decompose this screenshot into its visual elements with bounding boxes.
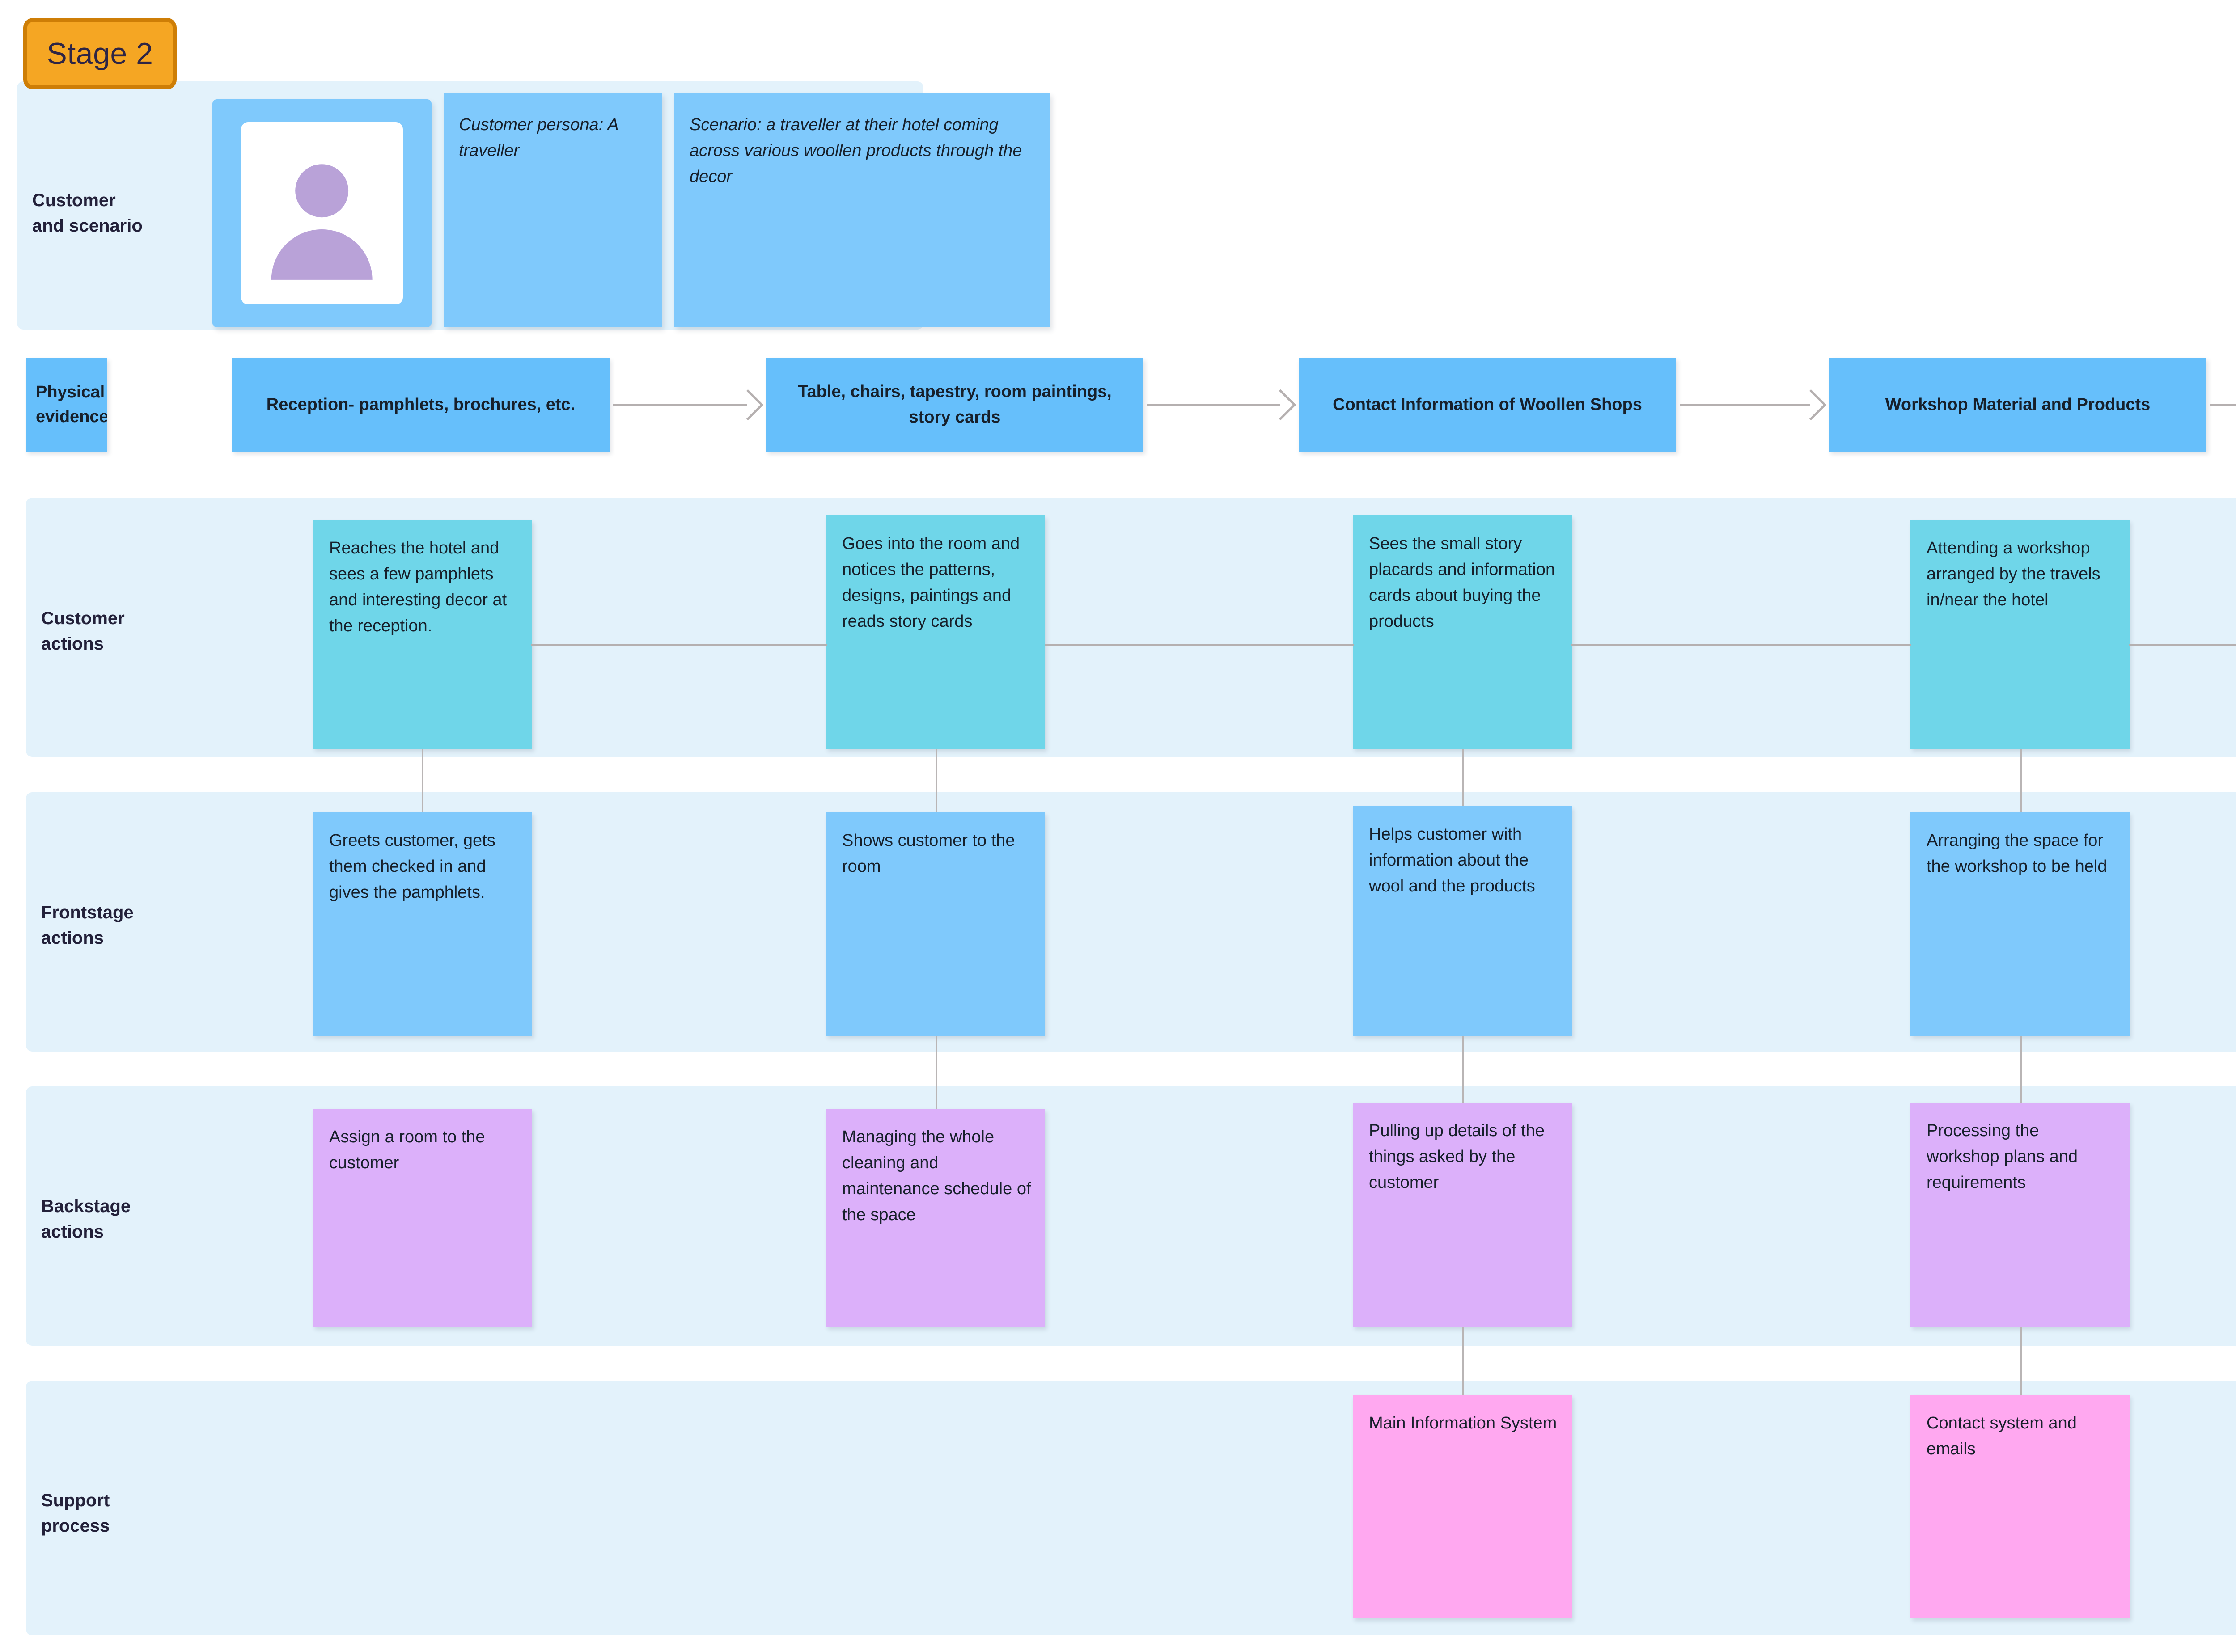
frontstage-action-card-2: Shows customer to the room (826, 812, 1045, 1036)
row-label-customer-and-scenario: Customer and scenario (32, 190, 143, 236)
avatar (241, 122, 403, 304)
row-label-frontstage-actions: Frontstage actions (41, 903, 134, 948)
evidence-connector-4 (2210, 404, 2236, 406)
vconnector-cust-front-4 (2020, 749, 2022, 812)
backstage-action-card-3: Pulling up details of the things asked b… (1353, 1103, 1572, 1327)
customer-action-card-2: Goes into the room and notices the patte… (826, 515, 1045, 749)
stage-badge[interactable]: Stage 2 (23, 18, 177, 89)
customer-action-card-1: Reaches the hotel and sees a few pamphle… (313, 520, 532, 749)
scenario-card: Scenario: a traveller at their hotel com… (674, 93, 1050, 327)
frontstage-action-card-1: Greets customer, gets them checked in an… (313, 812, 532, 1036)
backstage-action-card-2: Managing the whole cleaning and maintena… (826, 1109, 1045, 1327)
row-label-customer-actions: Customer actions (41, 608, 125, 654)
persona-avatar-card (212, 99, 432, 327)
evidence-connector-arrow-1 (732, 389, 764, 421)
vconnector-cust-front-1 (422, 749, 423, 812)
vconnector-cust-front-3 (1462, 749, 1464, 806)
vconnector-back-supp-3 (1462, 1327, 1464, 1395)
person-avatar-icon (271, 164, 373, 280)
frontstage-action-card-3: Helps customer with information about th… (1353, 806, 1572, 1036)
physical-evidence-card-1: Reception- pamphlets, brochures, etc. (232, 358, 610, 452)
evidence-connector-arrow-3 (1795, 389, 1827, 421)
vconnector-front-back-3 (1462, 1036, 1464, 1103)
backstage-action-card-1: Assign a room to the customer (313, 1109, 532, 1327)
physical-evidence-card-2: Table, chairs, tapestry, room paintings,… (766, 358, 1143, 452)
physical-evidence-label: Physical evidence (36, 382, 107, 426)
backstage-action-card-4: Processing the workshop plans and requir… (1910, 1103, 2130, 1327)
customer-action-card-3: Sees the small story placards and inform… (1353, 515, 1572, 749)
row-label-backstage-actions: Backstage actions (41, 1196, 131, 1242)
vconnector-front-back-4 (2020, 1036, 2022, 1103)
customer-action-connector-4 (2129, 644, 2236, 646)
customer-action-card-4: Attending a workshop arranged by the tra… (1910, 520, 2130, 749)
row-label-support-process: Support process (41, 1491, 110, 1536)
row-label-card-physical-evidence: Physical evidence (26, 358, 107, 452)
vconnector-cust-front-2 (936, 749, 937, 812)
evidence-connector-3 (1680, 404, 1810, 406)
customer-action-connector-2 (1045, 644, 1354, 646)
support-process-card-1: Main Information System (1353, 1395, 1572, 1618)
frontstage-action-card-4: Arranging the space for the workshop to … (1910, 812, 2130, 1036)
physical-evidence-card-4: Workshop Material and Products (1829, 358, 2206, 452)
evidence-connector-2 (1147, 404, 1280, 406)
evidence-connector-1 (613, 404, 747, 406)
physical-evidence-card-3: Contact Information of Woollen Shops (1299, 358, 1676, 452)
row-band-support-process (26, 1381, 2236, 1635)
vconnector-front-back-2 (936, 1036, 937, 1109)
customer-action-connector-3 (1571, 644, 1911, 646)
persona-card: Customer persona: A traveller (444, 93, 662, 327)
evidence-connector-arrow-2 (1265, 389, 1296, 421)
vconnector-back-supp-4 (2020, 1327, 2022, 1395)
stage-badge-label: Stage 2 (47, 37, 153, 71)
support-process-card-2: Contact system and emails (1910, 1395, 2130, 1618)
customer-action-connector-1 (531, 644, 827, 646)
